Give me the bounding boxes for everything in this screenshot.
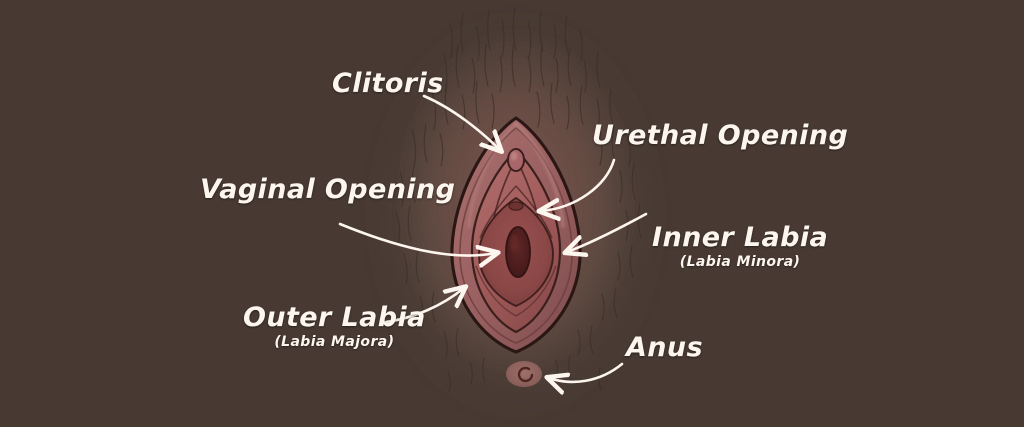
label-inner-labia: Inner Labia (Labia Minora): [652, 222, 829, 271]
arrow-urethal: [541, 158, 616, 211]
label-urethal-opening-text: Urethal Opening: [592, 120, 849, 151]
clitoris: [507, 148, 525, 172]
anus: [506, 361, 542, 387]
arrow-clitoris: [422, 94, 500, 150]
label-clitoris-text: Clitoris: [332, 68, 444, 99]
urethal-opening: [508, 201, 524, 211]
label-clitoris: Clitoris: [332, 68, 444, 99]
label-vaginal-opening-text: Vaginal Opening: [200, 174, 456, 205]
arrow-vaginal: [338, 222, 496, 256]
label-outer-labia-subtext: (Labia Majora): [274, 334, 395, 351]
label-anus-text: Anus: [626, 332, 704, 363]
pubic-hair-texture: [395, 7, 642, 393]
arrow-inner-labia: [567, 212, 648, 252]
arrow-anus: [549, 362, 624, 382]
label-inner-labia-text: Inner Labia: [652, 222, 829, 253]
label-inner-labia-subtext: (Labia Minora): [679, 254, 801, 271]
pointer-arrows: [338, 94, 648, 382]
label-urethal-opening: Urethal Opening: [592, 120, 849, 151]
vaginal-opening: [505, 226, 531, 278]
label-outer-labia-text: Outer Labia: [243, 302, 426, 333]
label-outer-labia: Outer Labia (Labia Majora): [243, 302, 426, 351]
label-anus: Anus: [626, 332, 704, 363]
arrow-outer-labia: [384, 288, 464, 324]
label-vaginal-opening: Vaginal Opening: [200, 174, 456, 205]
